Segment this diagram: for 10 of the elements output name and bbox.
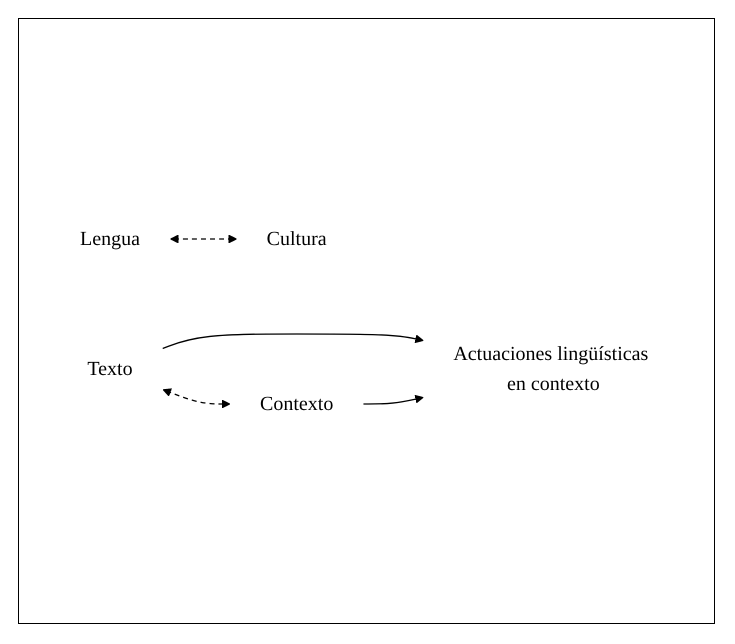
node-text: Cultura <box>266 228 326 250</box>
node-text: Contexto <box>260 392 334 414</box>
arrow <box>363 394 424 404</box>
node-text: Texto <box>87 358 132 380</box>
arrow <box>170 234 237 243</box>
frame-border: Lengua Cultura Texto Contexto Actuaciones lingüísticas en contexto <box>18 18 715 624</box>
arrow <box>162 388 230 408</box>
node-text: Actuaciones lingüísticas en contexto <box>453 342 648 394</box>
arrow <box>162 332 424 349</box>
node-text: Lengua <box>80 228 140 250</box>
